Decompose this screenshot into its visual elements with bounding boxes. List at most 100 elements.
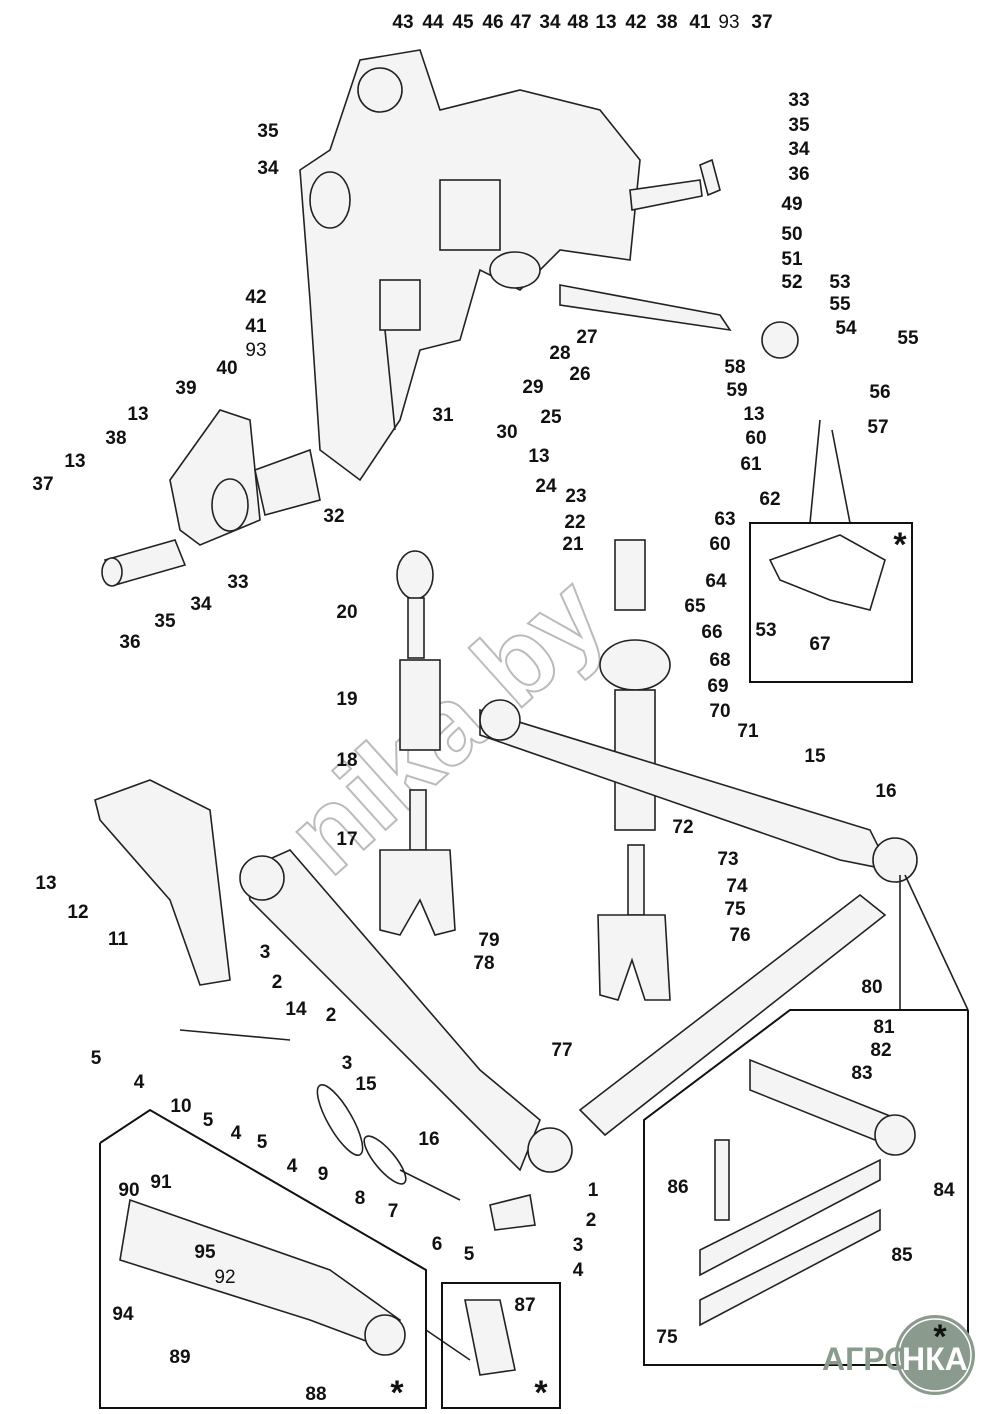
part-label-35: 35 xyxy=(154,611,176,632)
svg-text:НКА: НКА xyxy=(902,1341,968,1377)
part-label-33: 33 xyxy=(227,572,248,593)
part-label-13: 13 xyxy=(64,451,85,472)
part-label-25: 25 xyxy=(540,407,562,428)
part-label-36: 36 xyxy=(119,632,140,653)
part-label-3: 3 xyxy=(260,942,271,963)
part-label-38: 38 xyxy=(656,12,677,33)
part-label-83: 83 xyxy=(851,1063,872,1084)
part-label-34: 34 xyxy=(190,594,212,615)
part-label-80: 80 xyxy=(861,977,882,998)
part-label-92: 92 xyxy=(214,1267,235,1288)
part-label-4: 4 xyxy=(573,1260,584,1281)
part-label-41: 41 xyxy=(689,12,711,33)
part-label-3: 3 xyxy=(342,1053,353,1074)
part-label-73: 73 xyxy=(717,849,738,870)
part-label-46: 46 xyxy=(482,12,503,33)
part-label-17: 17 xyxy=(336,829,357,850)
part-label-42: 42 xyxy=(625,12,646,33)
part-label-88: 88 xyxy=(305,1384,326,1405)
part-label-14: 14 xyxy=(285,999,307,1020)
agronka-logo: АГРО НКА * xyxy=(822,1315,975,1395)
part-label-2: 2 xyxy=(586,1210,597,1231)
part-label-39: 39 xyxy=(175,378,196,399)
part-label-64: 64 xyxy=(705,571,727,592)
part-label-93: 93 xyxy=(718,12,739,33)
part-label-7: 7 xyxy=(388,1201,399,1222)
part-label-57: 57 xyxy=(867,417,888,438)
part-label-4: 4 xyxy=(287,1156,298,1177)
part-label-47: 47 xyxy=(510,12,531,33)
inset-bottom-small xyxy=(441,1282,561,1409)
part-label-45: 45 xyxy=(452,12,474,33)
part-label-77: 77 xyxy=(551,1040,572,1061)
part-label-69: 69 xyxy=(707,676,728,697)
part-label-19: 19 xyxy=(336,689,357,710)
part-label-16: 16 xyxy=(418,1129,439,1150)
part-label-24: 24 xyxy=(535,476,557,497)
part-label-66: 66 xyxy=(701,622,722,643)
part-label-82: 82 xyxy=(870,1040,891,1061)
part-label-11: 11 xyxy=(108,929,129,950)
part-label-30: 30 xyxy=(496,422,517,443)
part-label-68: 68 xyxy=(709,650,730,671)
part-label-13: 13 xyxy=(127,404,148,425)
part-label-5: 5 xyxy=(257,1132,268,1153)
part-label-15: 15 xyxy=(804,746,826,767)
part-label-61: 61 xyxy=(740,454,762,475)
part-label-26: 26 xyxy=(569,364,590,385)
part-label-34: 34 xyxy=(788,139,810,160)
part-label-23: 23 xyxy=(565,486,586,507)
part-label-50: 50 xyxy=(781,224,802,245)
part-label-18: 18 xyxy=(336,750,357,771)
inset-marker: * xyxy=(390,1374,404,1412)
part-label-4: 4 xyxy=(134,1072,145,1093)
part-label-13: 13 xyxy=(595,12,616,33)
part-label-71: 71 xyxy=(737,721,759,742)
part-label-29: 29 xyxy=(522,377,543,398)
part-label-60: 60 xyxy=(709,534,730,555)
part-label-65: 65 xyxy=(684,596,706,617)
part-label-95: 95 xyxy=(194,1242,216,1263)
part-label-2: 2 xyxy=(272,972,283,993)
part-label-15: 15 xyxy=(355,1074,377,1095)
part-label-67: 67 xyxy=(809,634,830,655)
part-label-41: 41 xyxy=(245,316,267,337)
svg-text:АГРО: АГРО xyxy=(822,1341,909,1377)
part-label-85: 85 xyxy=(891,1245,913,1266)
part-label-34: 34 xyxy=(539,12,561,33)
part-label-13: 13 xyxy=(35,873,56,894)
part-label-75: 75 xyxy=(724,899,746,920)
part-label-78: 78 xyxy=(473,953,494,974)
part-label-28: 28 xyxy=(549,343,570,364)
parts-drawing xyxy=(94,49,969,1376)
part-label-75: 75 xyxy=(656,1327,678,1348)
part-label-36: 36 xyxy=(788,164,809,185)
part-label-91: 91 xyxy=(150,1172,172,1193)
part-label-55: 55 xyxy=(829,294,851,315)
part-label-42: 42 xyxy=(245,287,266,308)
part-label-81: 81 xyxy=(873,1017,895,1038)
part-label-3: 3 xyxy=(573,1235,584,1256)
part-label-22: 22 xyxy=(564,512,585,533)
part-label-56: 56 xyxy=(869,382,890,403)
part-label-76: 76 xyxy=(729,925,750,946)
inset-marker: * xyxy=(534,1374,548,1412)
part-label-9: 9 xyxy=(318,1164,329,1185)
part-label-32: 32 xyxy=(323,506,344,527)
part-label-16: 16 xyxy=(875,781,896,802)
part-label-13: 13 xyxy=(743,404,764,425)
part-label-4: 4 xyxy=(231,1123,242,1144)
svg-text:*: * xyxy=(933,1318,947,1356)
part-label-6: 6 xyxy=(432,1234,443,1255)
part-label-1: 1 xyxy=(588,1180,599,1201)
part-label-31: 31 xyxy=(432,405,454,426)
part-label-10: 10 xyxy=(170,1096,191,1117)
part-label-74: 74 xyxy=(726,876,748,897)
inset-marker: * xyxy=(893,526,907,564)
part-label-12: 12 xyxy=(67,902,88,923)
part-label-51: 51 xyxy=(781,249,803,270)
part-label-5: 5 xyxy=(91,1048,102,1069)
part-label-13: 13 xyxy=(528,446,549,467)
part-label-21: 21 xyxy=(562,534,584,555)
